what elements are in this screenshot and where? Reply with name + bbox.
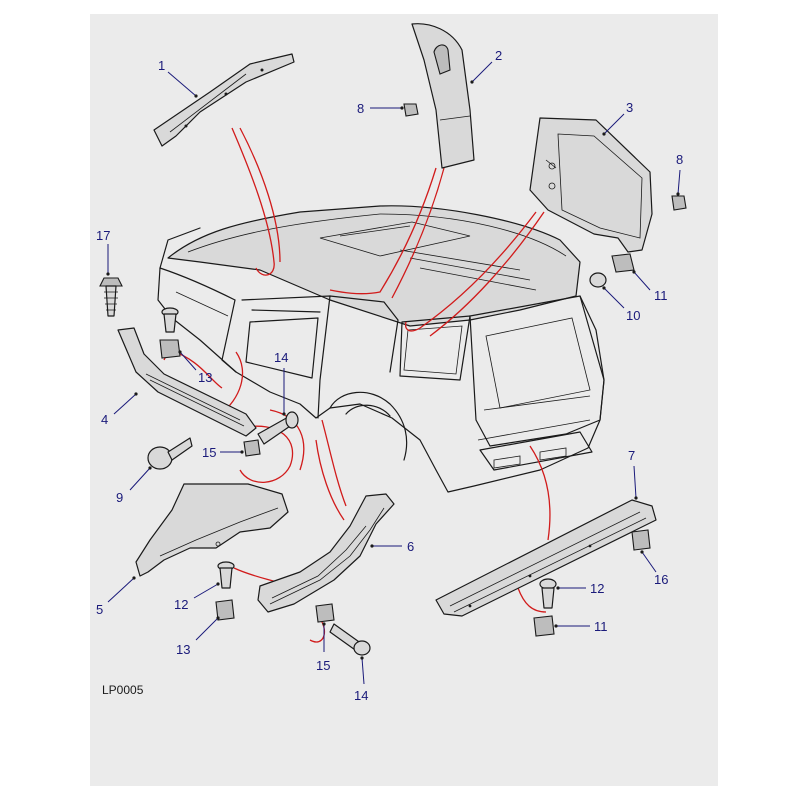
callout-10: 10 (626, 308, 640, 323)
screw-12a (217, 561, 235, 589)
screw-17 (99, 277, 123, 317)
callout-14a: 14 (274, 350, 288, 365)
callout-11a: 11 (654, 288, 668, 303)
part-3-quarter-trim (529, 117, 653, 253)
callout-3: 3 (626, 100, 633, 115)
part-2-pillar-trim (411, 23, 475, 169)
callout-7: 7 (628, 448, 635, 463)
callout-15a: 15 (202, 445, 216, 460)
callout-16: 16 (654, 572, 668, 587)
callout-17: 17 (96, 228, 110, 243)
callout-15b: 15 (316, 658, 330, 673)
part-4-sill-trim (117, 327, 257, 437)
clip-11a (611, 253, 635, 273)
grommet-10 (589, 272, 607, 288)
clip-8a (403, 103, 419, 117)
bolt-14a (257, 411, 299, 445)
clip-15a (243, 439, 261, 457)
clip-15b (315, 603, 335, 623)
callout-4: 4 (101, 412, 108, 427)
callout-12b: 12 (590, 581, 604, 596)
callout-6: 6 (407, 539, 414, 554)
clip-8b (671, 195, 687, 211)
part-7-rear-sill (435, 499, 657, 617)
plug-9 (147, 437, 193, 470)
vehicle-body-shell (157, 205, 605, 493)
callout-12a: 12 (174, 597, 188, 612)
part-5-kick-panel (135, 483, 289, 577)
callout-8a: 8 (357, 101, 364, 116)
callout-14b: 14 (354, 688, 368, 703)
callout-1: 1 (158, 58, 165, 73)
callout-9: 9 (116, 490, 123, 505)
bolt-14b (329, 623, 371, 656)
callout-13b: 13 (176, 642, 190, 657)
callouts: 1 2 3 4 5 6 7 8 8 9 (96, 48, 683, 703)
part-6-sill-plate (257, 493, 395, 613)
clip-11b (533, 615, 555, 637)
diagram-reference-code: LP0005 (102, 683, 144, 697)
screw-13a (159, 307, 181, 359)
part-1-trim-panel (153, 53, 295, 147)
fasteners (99, 103, 687, 656)
callout-13a: 13 (198, 370, 212, 385)
callout-11b: 11 (594, 619, 608, 634)
nut-13b (215, 599, 235, 621)
callout-5: 5 (96, 602, 103, 617)
callout-8b: 8 (676, 152, 683, 167)
screw-12b (539, 578, 557, 609)
clip-16 (631, 529, 651, 551)
callout-2: 2 (495, 48, 502, 63)
